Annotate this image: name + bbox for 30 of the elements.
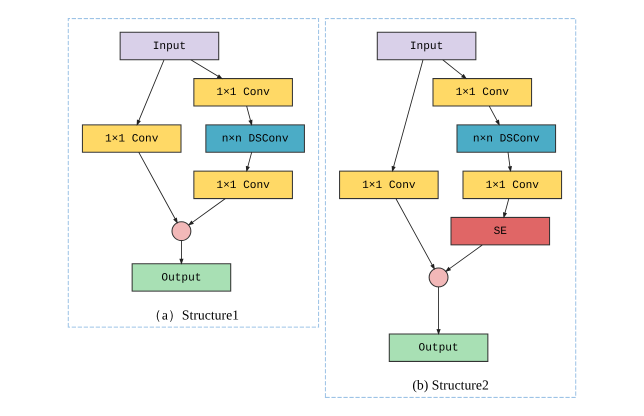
node-box: 1×1 Conv — [462, 170, 562, 200]
node-box: Input — [120, 32, 220, 60]
arrow — [138, 152, 178, 224]
node-box: 1×1 Conv — [432, 78, 532, 107]
arrow — [442, 59, 468, 80]
arrow — [392, 59, 424, 172]
node-box: 1×1 Conv — [82, 124, 182, 153]
node-circle — [428, 267, 449, 288]
node-box: Output — [388, 333, 488, 362]
arrow — [508, 152, 512, 172]
node-box: n×n DSConv — [205, 124, 305, 153]
node-box: 1×1 Conv — [193, 170, 293, 200]
node-box: Output — [132, 263, 232, 292]
arrow — [436, 286, 441, 336]
arrow — [188, 198, 226, 226]
arrow — [246, 106, 252, 126]
arrow — [502, 198, 510, 219]
node-box: Input — [376, 32, 476, 60]
node-circle — [171, 221, 192, 242]
arrow — [190, 59, 223, 80]
arrow — [246, 152, 252, 172]
node-box: 1×1 Conv — [193, 78, 293, 107]
arrow — [396, 198, 435, 270]
arrow — [136, 59, 164, 126]
arrow — [179, 240, 184, 265]
node-box: 1×1 Conv — [339, 170, 439, 200]
arrow — [444, 244, 483, 272]
arrow — [488, 106, 500, 126]
node-box: SE — [450, 216, 550, 246]
node-box: n×n DSConv — [456, 124, 556, 153]
